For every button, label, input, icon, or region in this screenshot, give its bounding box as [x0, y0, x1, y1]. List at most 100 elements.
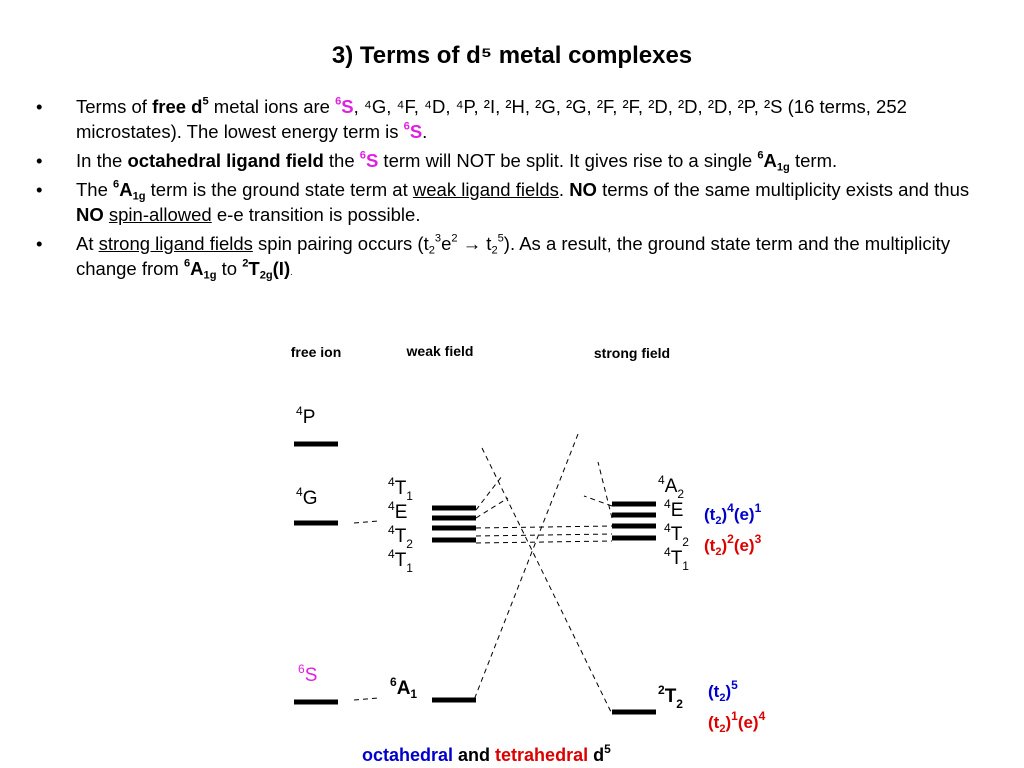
mult: 4	[388, 499, 395, 513]
mult: 4	[296, 404, 303, 418]
connectors	[353, 433, 613, 715]
sub: 1	[410, 687, 417, 701]
letter: T	[395, 550, 407, 571]
sub: 2	[719, 692, 725, 704]
subscript: 2	[428, 244, 435, 257]
mult: 4	[388, 475, 395, 489]
strong-label-4T1: 4T1	[664, 545, 689, 573]
part: )	[725, 682, 731, 701]
sup: 5	[731, 678, 738, 692]
superscript: 6	[183, 257, 191, 270]
strong-label-4T2: 4T2	[664, 521, 689, 549]
mult: 4	[296, 485, 303, 499]
text: S	[409, 121, 423, 142]
text: term.	[789, 150, 838, 171]
superscript: 3	[434, 232, 442, 245]
page-title: 3) Terms of d⁵ metal complexes	[331, 42, 693, 69]
letter: A	[397, 678, 411, 699]
config-oct-ground: (t2)5	[708, 678, 738, 704]
mult: 4	[658, 473, 665, 487]
crossing-line-1	[481, 447, 613, 715]
diagram-caption: octahedral and tetrahedral d5	[362, 742, 611, 765]
text: S	[365, 150, 379, 171]
term-label-6S: 6S	[298, 662, 317, 686]
text: e	[441, 233, 452, 254]
connector-q-1	[475, 525, 613, 529]
letter: E	[395, 502, 408, 523]
text: T	[248, 258, 260, 279]
sup: 3	[755, 532, 762, 546]
letter: T	[671, 524, 683, 545]
subscript: 2g	[259, 269, 273, 282]
text: e-e transition is possible.	[211, 204, 421, 225]
superscript: 6	[359, 149, 366, 162]
sub: 1	[406, 489, 413, 503]
superscript: 5	[497, 232, 504, 245]
caption-d: d	[588, 745, 604, 765]
letter: G	[303, 488, 318, 509]
text: ). As a result, the ground state term an…	[76, 233, 951, 279]
text: S	[341, 96, 354, 117]
text: weak ligand fields	[412, 179, 559, 200]
superscript: 2	[451, 232, 458, 245]
text: term is the ground state term at	[145, 179, 413, 200]
text: A	[190, 258, 204, 279]
mult: 2	[658, 683, 665, 697]
bullet-weak-field: • The 6A1g term is the ground state term…	[36, 177, 996, 227]
text: octahedral ligand field	[127, 150, 324, 171]
letter: A	[665, 476, 678, 497]
text: NO	[569, 179, 597, 200]
sub: 2	[715, 546, 721, 558]
free-ion-levels	[294, 441, 338, 705]
subscript: 2	[491, 244, 498, 257]
superscript: 6	[113, 178, 120, 191]
strong-label-4E: 4E	[664, 497, 683, 521]
bullet-list: • Terms of free d5 metal ions are 6S, ⁴G…	[36, 94, 996, 289]
superscript: 6	[403, 120, 410, 133]
sub: 2	[715, 515, 721, 527]
sub: 1	[682, 559, 689, 573]
header-weak-field: weak field	[406, 343, 474, 359]
connector-w1	[475, 475, 503, 511]
text: spin-allowed	[108, 204, 212, 225]
bullet-dot: •	[36, 179, 43, 200]
mult: 6	[390, 675, 397, 689]
weak-field-levels	[432, 505, 476, 703]
term-label-4P: 4P	[296, 404, 315, 428]
caption-and: and	[453, 745, 495, 765]
part: )	[721, 536, 727, 555]
subscript: 1g	[132, 190, 146, 203]
text: free d	[152, 96, 203, 117]
text: In the	[76, 150, 128, 171]
sub: 2	[677, 487, 684, 501]
text: , ⁴G, ⁴F, ⁴D, ⁴P, ²I, ²H, ²G, ²G, ²F, ²F…	[76, 96, 907, 142]
sub: 2	[682, 535, 689, 549]
superscript: 5	[202, 95, 209, 108]
sup: 4	[759, 709, 766, 723]
caption-tetrahedral: tetrahedral	[495, 745, 588, 765]
sub: 2	[719, 723, 725, 735]
text: (I)	[272, 258, 291, 279]
bullet-dot: •	[36, 233, 43, 254]
letter: T	[665, 686, 677, 707]
weak-label-4E: 4E	[388, 499, 407, 523]
text: the	[323, 150, 360, 171]
weak-label-4T1-lower: 4T1	[388, 547, 413, 575]
text: metal ions are	[208, 96, 336, 117]
part: (e)	[738, 713, 759, 732]
letter: T	[671, 548, 683, 569]
text: NO	[76, 204, 104, 225]
sup: 4	[727, 501, 734, 515]
strong-label-2T2: 2T2	[658, 683, 683, 711]
text: to	[216, 258, 243, 279]
text: .	[290, 267, 293, 277]
mult: 4	[664, 521, 671, 535]
text: .	[558, 179, 570, 200]
connector-s2	[597, 461, 613, 519]
bullet-free-ion-terms: • Terms of free d5 metal ions are 6S, ⁴G…	[36, 94, 996, 144]
header-free-ion: free ion	[291, 344, 342, 360]
text: terms of the same multiplicity exists an…	[596, 179, 970, 200]
caption-d-sup: 5	[604, 742, 611, 756]
text: spin pairing occurs (t	[252, 233, 429, 254]
